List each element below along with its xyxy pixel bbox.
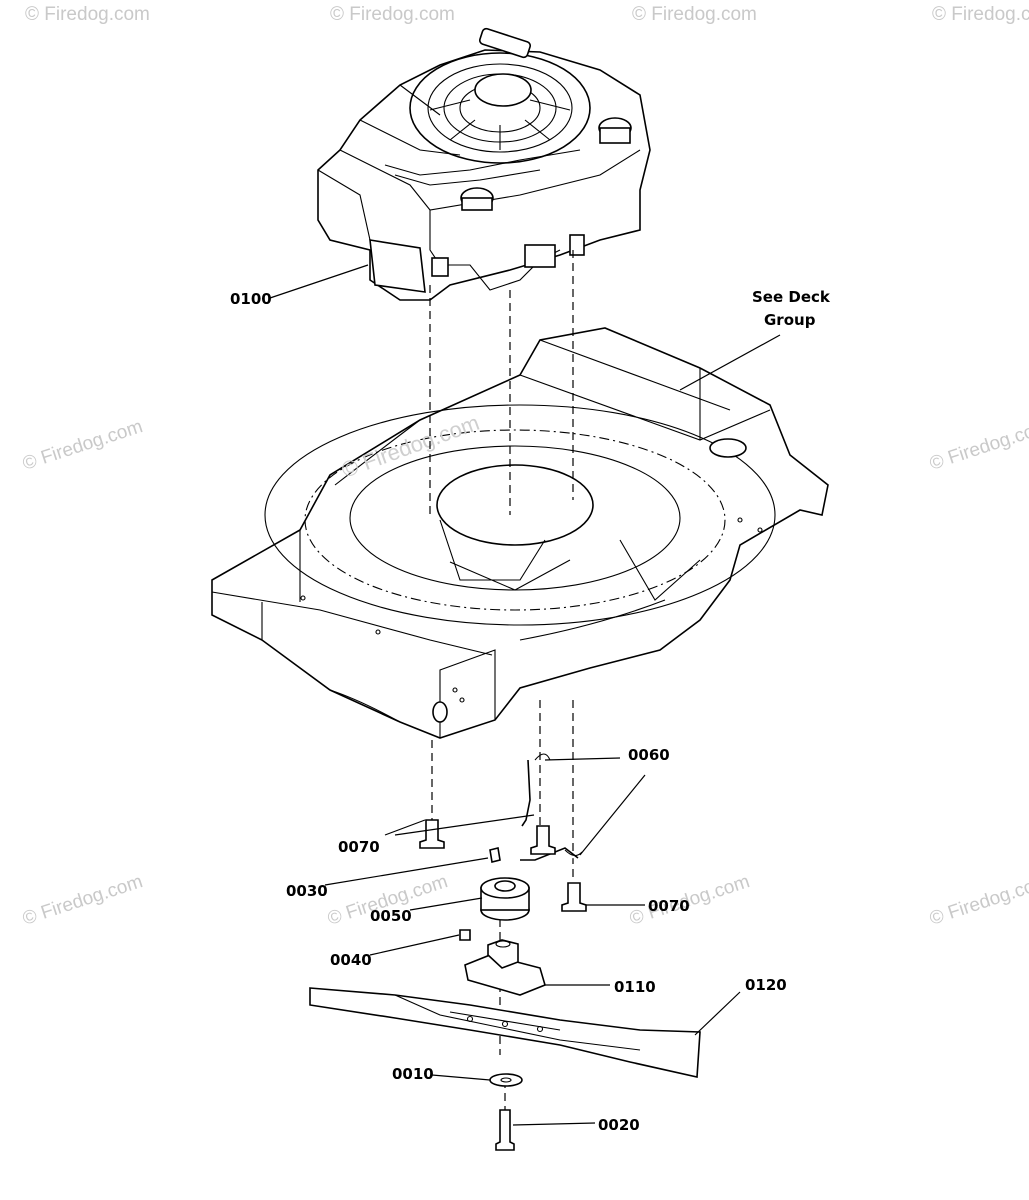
- callout-0040: 0040: [330, 951, 372, 969]
- see-deck-line1: See Deck: [752, 288, 831, 306]
- leader-lines: [269, 264, 781, 1126]
- callout-0070: 0070: [338, 838, 380, 856]
- callout-0070: 0070: [648, 897, 690, 915]
- callout-0010: 0010: [392, 1065, 434, 1083]
- part-0070-bolts: [419, 819, 587, 912]
- watermark: © Firedog.com: [927, 871, 1029, 930]
- watermark: © Firedog.com: [632, 4, 757, 25]
- callout-0020: 0020: [598, 1116, 640, 1134]
- callout-0050: 0050: [370, 907, 412, 925]
- part-0030-key: [489, 847, 501, 863]
- watermark: © Firedog.com: [927, 416, 1029, 475]
- watermark: © Firedog.com: [25, 4, 150, 25]
- mower-deck: © Firedog.com: [211, 327, 829, 739]
- watermark: © Firedog.com: [330, 4, 455, 25]
- callout-0060: 0060: [628, 746, 670, 764]
- callout-0030: 0030: [286, 882, 328, 900]
- callouts: 0100 See Deck Group 0060 0070 0030 0050 …: [230, 288, 831, 1134]
- part-0060-clip: [520, 753, 583, 861]
- part-0040-pin: [459, 929, 471, 941]
- engine: [317, 27, 651, 301]
- callout-0120: 0120: [745, 976, 787, 994]
- watermark: © Firedog.com: [20, 871, 145, 930]
- callout-0110: 0110: [614, 978, 656, 996]
- watermark: © Firedog.com: [932, 4, 1029, 25]
- watermark: © Firedog.com: [20, 416, 145, 475]
- part-0020-bolt: [495, 1109, 515, 1151]
- part-0010-washer: [489, 1073, 523, 1087]
- part-0050-adapter: [480, 877, 530, 921]
- part-0110-hub: [464, 939, 546, 996]
- part-0120-blade: [309, 987, 701, 1078]
- callout-0100: 0100: [230, 290, 272, 308]
- see-deck-line2: Group: [764, 311, 816, 329]
